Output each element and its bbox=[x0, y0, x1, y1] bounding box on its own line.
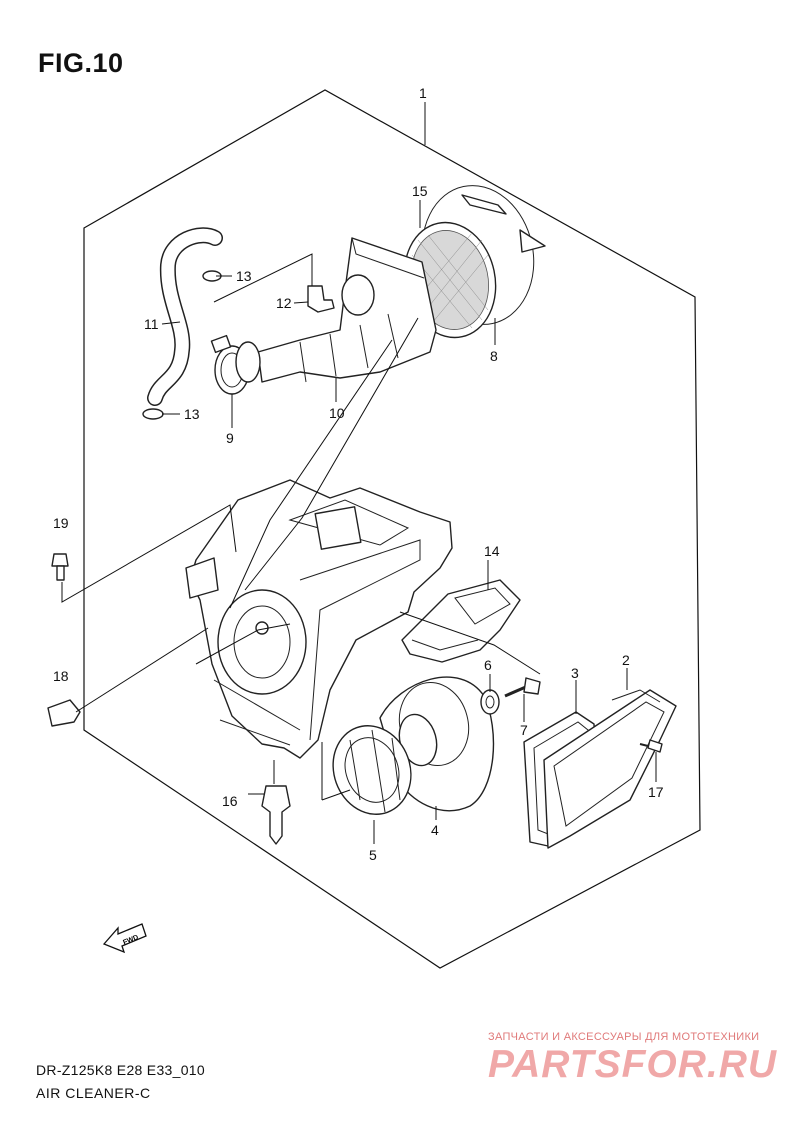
part-12-elbow-fitting[interactable] bbox=[307, 285, 335, 313]
part-17-screw[interactable] bbox=[639, 739, 663, 753]
part-5-element-holder[interactable] bbox=[321, 715, 423, 826]
model-code: DR-Z125K8 E28 E33_010 bbox=[36, 1062, 205, 1078]
watermark-logo: PARTSFOR.RU bbox=[488, 1043, 778, 1086]
callout-3: 3 bbox=[571, 665, 579, 681]
callout-15: 15 bbox=[412, 183, 428, 199]
assembly-frame bbox=[83, 89, 701, 969]
air-cleaner-case[interactable] bbox=[185, 479, 453, 759]
callout-10: 10 bbox=[329, 405, 345, 421]
callout-2: 2 bbox=[622, 652, 630, 668]
callout-19: 19 bbox=[53, 515, 69, 531]
callout-8: 8 bbox=[490, 348, 498, 364]
part-11-breather-hose[interactable] bbox=[147, 227, 223, 406]
part-6-grommet[interactable] bbox=[480, 689, 500, 715]
callout-7: 7 bbox=[520, 722, 528, 738]
callout-5: 5 bbox=[369, 847, 377, 863]
callout-9: 9 bbox=[226, 430, 234, 446]
callout-labels: 1 15 13 12 11 8 10 13 9 19 14 6 2 3 18 7… bbox=[53, 85, 664, 863]
callout-4: 4 bbox=[431, 822, 439, 838]
part-19-bolt[interactable] bbox=[51, 553, 69, 581]
callout-12: 12 bbox=[276, 295, 292, 311]
figure-title: FIG.10 bbox=[38, 48, 124, 78]
callout-6: 6 bbox=[484, 657, 492, 673]
part-9-hose-clamp[interactable] bbox=[210, 334, 261, 395]
part-13-clip-lower[interactable] bbox=[142, 408, 164, 420]
callout-14: 14 bbox=[484, 543, 500, 559]
callout-13-lower: 13 bbox=[184, 406, 200, 422]
callout-16: 16 bbox=[222, 793, 238, 809]
part-14-inlet-duct[interactable] bbox=[401, 579, 521, 663]
part-7-wing-screw[interactable] bbox=[504, 677, 541, 698]
figure-caption: AIR CLEANER-C bbox=[36, 1085, 151, 1101]
callout-17: 17 bbox=[648, 784, 664, 800]
callout-1: 1 bbox=[419, 85, 427, 101]
part-16-drain-plug[interactable] bbox=[261, 785, 291, 845]
forward-arrow-icon: FWD bbox=[102, 923, 147, 954]
leader-lines bbox=[61, 102, 657, 844]
callout-11: 11 bbox=[144, 316, 159, 332]
part-10-intake-duct[interactable] bbox=[257, 237, 437, 383]
watermark-subtitle: ЗАПЧАСТИ И АКСЕССУАРЫ ДЛЯ МОТОТЕХНИКИ bbox=[488, 1031, 760, 1043]
callout-13-upper: 13 bbox=[236, 268, 252, 284]
callout-18: 18 bbox=[53, 668, 69, 684]
part-18-bracket[interactable] bbox=[47, 699, 81, 727]
